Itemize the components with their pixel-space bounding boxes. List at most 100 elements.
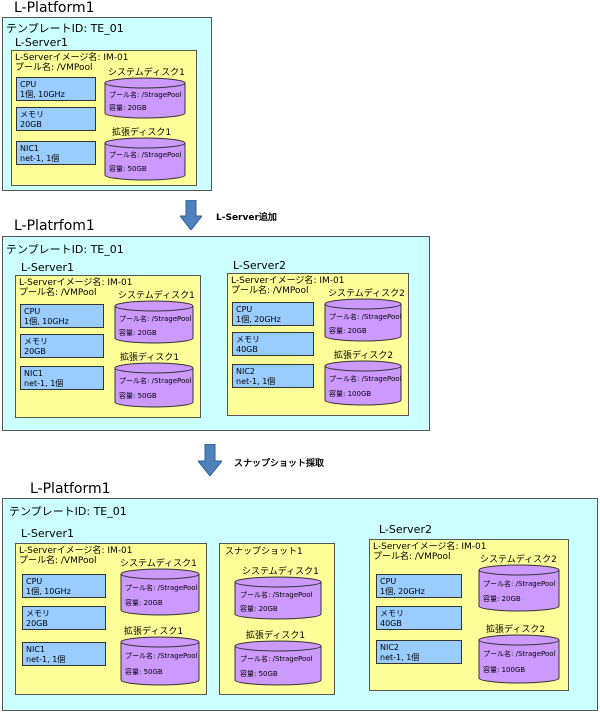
ext-disk-cylinder: プール名: /StragePool 容量: 50GB xyxy=(234,640,322,686)
memory-value: 20GB xyxy=(24,347,46,356)
ext-disk-label: 拡張ディスク1 xyxy=(120,353,180,363)
cpu-box: CPU 1個, 10GHz xyxy=(16,77,96,101)
cylinder-icon xyxy=(324,298,402,342)
memory-box: メモリ 20GB xyxy=(22,606,106,630)
cpu-box: CPU 1個, 10GHz xyxy=(20,304,104,328)
cylinder-icon xyxy=(478,564,560,612)
disk-pool: プール名: /StragePool xyxy=(240,655,313,663)
cpu-value: 1個, 10GHz xyxy=(26,587,71,596)
nic-label: NIC1 xyxy=(24,369,44,378)
ext-disk-label: 拡張ディスク1 xyxy=(124,627,184,637)
template-id: テンプレートID: TE_01 xyxy=(9,505,127,518)
cpu-value: 1個, 20GHz xyxy=(380,587,425,596)
memory-box: メモリ 40GB xyxy=(376,606,462,630)
memory-box: メモリ 20GB xyxy=(20,334,104,358)
disk-capacity: 容量: 20GB xyxy=(483,595,521,603)
server-title: L-Server2 xyxy=(379,523,432,536)
arrow-label-add-server: L-Server追加 xyxy=(216,213,277,223)
nic-label: NIC2 xyxy=(380,643,400,652)
disk-pool: プール名: /StragePool xyxy=(125,652,198,660)
l-server-box: L-Serverイメージ名: IM-01 プール名: /VMPool CPU 1… xyxy=(15,543,207,695)
ext-disk-cylinder: プール名: /StragePool 容量: 50GB xyxy=(120,636,200,686)
cpu-label: CPU xyxy=(20,80,37,89)
disk-pool: プール名: /StragePool xyxy=(119,377,192,385)
system-disk-cylinder: プール名: /StragePool 容量: 20GB xyxy=(324,298,402,342)
memory-value: 20GB xyxy=(26,619,48,628)
cylinder-icon xyxy=(234,576,322,620)
system-disk-label: システムディスク2 xyxy=(480,555,557,565)
nic-value: net-1, 1個 xyxy=(380,653,420,662)
nic-label: NIC1 xyxy=(20,144,40,153)
l-platform-box: テンプレートID: TE_01 L-Server1 L-Serverイメージ名:… xyxy=(2,17,212,191)
server-title: L-Server1 xyxy=(21,527,74,540)
disk-pool: プール名: /StragePool xyxy=(240,591,313,599)
nic-label: NIC2 xyxy=(236,367,256,376)
cpu-label: CPU xyxy=(380,577,397,586)
disk-capacity: 容量: 20GB xyxy=(109,104,147,112)
server-title: L-Server2 xyxy=(233,259,286,272)
platform-title: L-Platform1 xyxy=(30,481,111,497)
disk-pool: プール名: /StragePool xyxy=(329,313,402,321)
memory-value: 20GB xyxy=(20,120,42,129)
nic-value: net-1, 1個 xyxy=(26,655,66,664)
disk-capacity: 容量: 20GB xyxy=(329,327,367,335)
server-pool-name: プール名: /VMPool xyxy=(231,286,309,296)
template-id: テンプレートID: TE_01 xyxy=(6,243,124,256)
system-disk-cylinder: プール名: /StragePool 容量: 20GB xyxy=(478,564,560,612)
snapshot-box: スナップショット1 システムディスク1 プール名: /StragePool 容量… xyxy=(219,543,335,695)
ext-disk-cylinder: プール名: /StragePool 容量: 50GB xyxy=(104,137,186,181)
disk-pool: プール名: /StragePool xyxy=(329,375,402,383)
server-title: L-Server1 xyxy=(21,261,74,274)
cpu-value: 1個, 10GHz xyxy=(20,90,65,99)
ext-disk-label: 拡張ディスク2 xyxy=(334,351,394,361)
disk-capacity: 容量: 50GB xyxy=(109,165,147,173)
memory-label: メモリ xyxy=(26,609,50,618)
arrow-label-snapshot: スナップショット採取 xyxy=(234,459,325,469)
ext-disk-label: 拡張ディスク1 xyxy=(112,128,172,138)
system-disk-cylinder: プール名: /StragePool 容量: 20GB xyxy=(234,576,322,620)
ext-disk-label: 拡張ディスク2 xyxy=(486,625,546,635)
server-title: L-Server1 xyxy=(15,36,68,49)
l-platform-box: テンプレートID: TE_01 L-Server1 L-Serverイメージ名:… xyxy=(2,236,430,431)
nic-box: NIC1 net-1, 1個 xyxy=(20,366,104,390)
nic-box: NIC1 net-1, 1個 xyxy=(16,141,96,165)
disk-pool: プール名: /StragePool xyxy=(109,91,182,99)
down-arrow-icon xyxy=(196,443,224,477)
l-server-box: L-Serverイメージ名: IM-01 プール名: /VMPool CPU 1… xyxy=(15,275,201,418)
disk-capacity: 容量: 20GB xyxy=(119,329,157,337)
ext-disk-cylinder: プール名: /StragePool 容量: 100GB xyxy=(324,360,402,406)
l-server-box: L-Serverイメージ名: IM-01 プール名: /VMPool CPU 1… xyxy=(11,50,197,186)
l-server-box: L-Serverイメージ名: IM-01 プール名: /VMPool CPU 1… xyxy=(227,273,409,416)
disk-pool: プール名: /StragePool xyxy=(483,650,556,658)
cpu-value: 1個, 10GHz xyxy=(24,317,69,326)
l-platform-box: テンプレートID: TE_01 L-Server1 L-Serverイメージ名:… xyxy=(2,498,598,711)
server-pool-name: プール名: /VMPool xyxy=(373,552,451,562)
nic-label: NIC1 xyxy=(26,645,46,654)
cylinder-icon xyxy=(324,360,402,406)
cpu-box: CPU 1個, 10GHz xyxy=(22,574,106,598)
memory-label: メモリ xyxy=(236,335,260,344)
platform-title: L-Platrfom1 xyxy=(14,218,95,234)
cpu-label: CPU xyxy=(26,577,43,586)
snapshot-title: スナップショット1 xyxy=(225,547,303,557)
disk-capacity: 容量: 50GB xyxy=(240,670,278,678)
nic-value: net-1, 1個 xyxy=(20,154,60,163)
server-image-name: L-Serverイメージ名: IM-01 xyxy=(373,542,487,552)
nic-box: NIC2 net-1, 1個 xyxy=(376,640,462,664)
disk-capacity: 容量: 100GB xyxy=(483,666,526,674)
memory-box: メモリ 40GB xyxy=(232,332,314,356)
ext-disk-label: 拡張ディスク1 xyxy=(246,631,306,641)
memory-value: 40GB xyxy=(236,345,258,354)
system-disk-label: システムディスク1 xyxy=(120,559,197,569)
server-pool-name: プール名: /VMPool xyxy=(19,556,97,566)
cylinder-icon xyxy=(104,137,186,181)
cpu-label: CPU xyxy=(236,305,253,314)
nic-value: net-1, 1個 xyxy=(24,379,64,388)
nic-box: NIC2 net-1, 1個 xyxy=(232,364,314,388)
disk-pool: プール名: /StragePool xyxy=(125,584,198,592)
disk-capacity: 容量: 20GB xyxy=(125,599,163,607)
platform-title: L-Platform1 xyxy=(14,0,95,16)
cpu-label: CPU xyxy=(24,307,41,316)
cylinder-icon xyxy=(104,77,186,119)
nic-value: net-1, 1個 xyxy=(236,377,276,386)
